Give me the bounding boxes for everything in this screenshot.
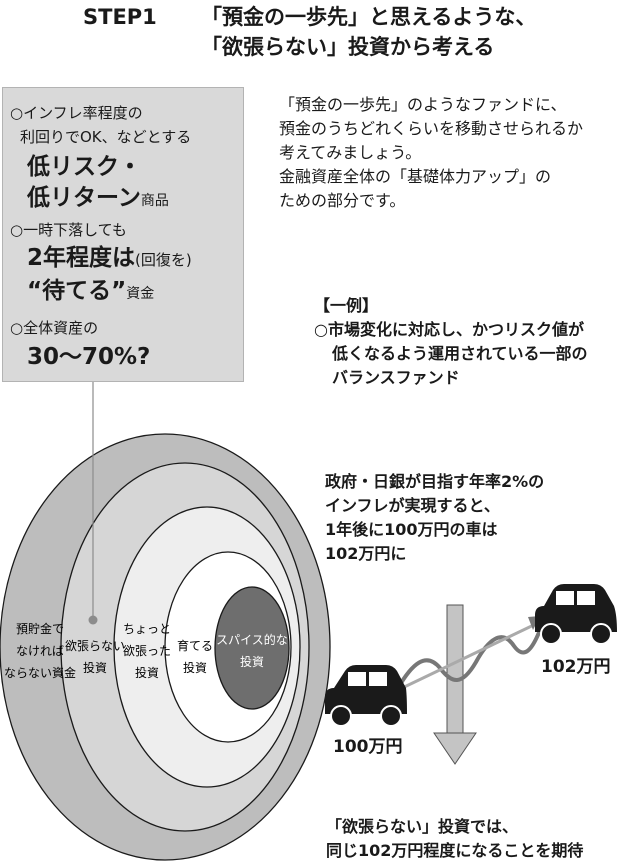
- ring1-label-1: 預貯金で: [16, 621, 64, 636]
- callout-bullet2-line1: ○一時下落しても: [10, 221, 127, 239]
- intro-line3: 考えてみましょう。: [279, 143, 422, 162]
- ring4-label-1: 育てる: [177, 638, 213, 653]
- callout-bullet1-line1: ○インフレ率程度の: [10, 104, 143, 122]
- ring1-label-3: ならない資金: [4, 665, 76, 680]
- intro-line2: 預金のうちどれくらいを移動させられるか: [279, 119, 584, 138]
- ring5-label-2: 投資: [240, 654, 264, 669]
- example-line2: 低くなるよう運用されている一部の: [332, 344, 588, 363]
- ring2-label-2: 投資: [83, 660, 107, 675]
- example-heading: 【一例】: [314, 296, 379, 315]
- step-label: STEP1: [83, 5, 157, 29]
- callout-bullet1-big1: 低リスク・: [27, 154, 142, 180]
- intro-line1: 「預金の一歩先」のようなファンドに、: [279, 95, 567, 114]
- callout-bullet1-suffix: 商品: [140, 193, 169, 209]
- callout-bullet2-big-row: 2年程度は(回復を): [27, 245, 192, 273]
- callout-bullet1-big2: 低リターン: [27, 185, 141, 211]
- example-line1: ○市場変化に対応し、かつリスク値が: [314, 320, 584, 339]
- callout-box: ○インフレ率程度の 利回りでOK、などとする 低リスク・ 低リターン商品 ○一時…: [2, 87, 244, 382]
- ring3-label-3: 投資: [135, 665, 159, 680]
- conclusion-line2: 同じ102万円程度になることを期待: [326, 841, 584, 860]
- intro-line4: 金融資産全体の「基礎体力アップ」の: [279, 167, 552, 186]
- car-before-icon: [325, 665, 407, 727]
- callout-bullet1-big2-row: 低リターン商品: [27, 185, 169, 213]
- ring2-label-1: 欲張らない: [65, 639, 125, 653]
- ring5-label-1: スパイス的な: [216, 632, 288, 647]
- ring4-label-2: 投資: [183, 660, 207, 675]
- price-fluctuation-line: [396, 629, 542, 690]
- ring3-label-1: ちょっと: [123, 622, 171, 636]
- growth-trend-line: [397, 620, 541, 692]
- callout-bullet3-line1: ○全体資産の: [10, 319, 99, 337]
- inflation-line4: 102万円に: [325, 544, 407, 563]
- ring3-label-2: 欲張った: [123, 644, 171, 658]
- car-before-price: 100万円: [333, 737, 403, 757]
- callout-pointer-dot: [88, 615, 98, 625]
- inflation-line1: 政府・日銀が目指す年率2%の: [325, 472, 545, 491]
- intro-line5: ための部分です。: [279, 191, 406, 210]
- page-title-line2: 「欲張らない」投資から考える: [201, 35, 495, 59]
- car-after-icon: [535, 584, 617, 645]
- callout-bullet2-big: 2年程度は: [27, 245, 136, 271]
- ring1-label-2: なければ: [16, 644, 64, 658]
- callout-bullet3-big: 30～70%?: [27, 344, 151, 370]
- ring-spice-investment: [214, 586, 290, 710]
- callout-bullet2-suffix: 資金: [126, 286, 155, 302]
- callout-bullet2-big2: “待てる”: [27, 278, 127, 304]
- callout-bullet1-line2: 利回りでOK、などとする: [20, 128, 192, 146]
- example-line3: バランスファンド: [332, 368, 460, 387]
- callout-bullet2-paren: (回復を): [135, 251, 192, 269]
- car-after-price: 102万円: [541, 657, 611, 677]
- inflation-line2: インフレが実現すると、: [325, 496, 500, 515]
- page-title-line1: 「預金の一歩先」と思えるような、: [201, 5, 537, 29]
- inflation-line3: 1年後に100万円の車は: [325, 520, 498, 539]
- down-arrow-icon: [433, 604, 477, 765]
- conclusion-line1: 「欲張らない」投資では、: [326, 817, 519, 836]
- callout-bullet2-big2-row: “待てる”資金: [27, 278, 154, 306]
